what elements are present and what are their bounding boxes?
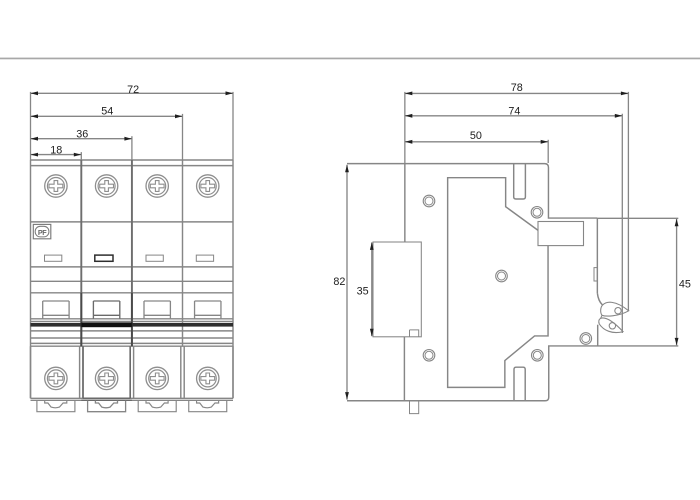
svg-text:18: 18 bbox=[50, 145, 62, 157]
svg-text:PF: PF bbox=[38, 228, 47, 237]
svg-text:54: 54 bbox=[101, 106, 113, 118]
svg-text:78: 78 bbox=[511, 82, 523, 94]
svg-text:35: 35 bbox=[357, 286, 369, 298]
svg-text:50: 50 bbox=[470, 130, 482, 142]
svg-text:74: 74 bbox=[508, 106, 520, 118]
svg-text:36: 36 bbox=[76, 128, 88, 140]
svg-text:82: 82 bbox=[333, 276, 345, 288]
svg-text:72: 72 bbox=[127, 84, 139, 96]
svg-text:45: 45 bbox=[679, 278, 691, 290]
